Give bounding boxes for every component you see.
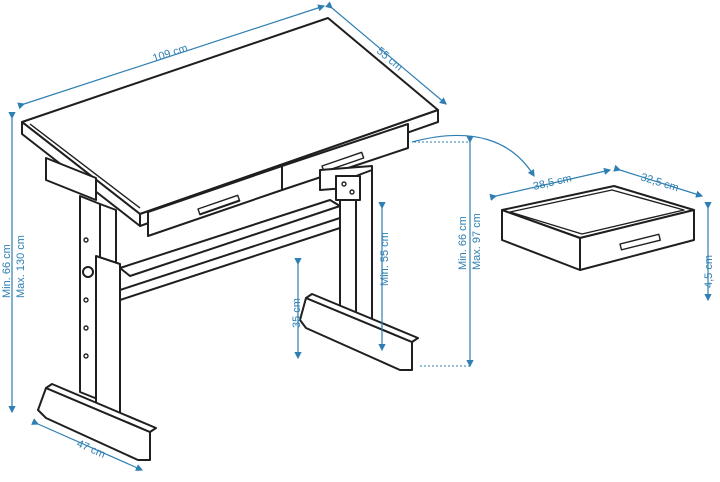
crossbars	[119, 199, 347, 301]
dimension-side-height: Min. 55 cm	[378, 202, 391, 352]
crossbar-height-label: 35 cm	[291, 298, 303, 328]
tilt-height-max-label: Max. 97 cm	[471, 213, 483, 270]
dimension-drawer-height: 4,5 cm	[703, 202, 715, 302]
side-height-label: Min. 55 cm	[379, 232, 391, 286]
dimension-total-height: Min. 66 cm Max. 130 cm	[1, 112, 27, 414]
drawer-height-label: 4,5 cm	[703, 255, 715, 288]
dimension-tilt-height: Min. 66 cm Max. 97 cm	[414, 136, 483, 368]
drawer-detail	[501, 185, 695, 271]
height-min-label: Min. 66 cm	[1, 244, 13, 298]
desk-width-label: 109 cm	[151, 42, 189, 65]
right-frame	[299, 165, 419, 371]
drawer-width-label: 38,5 cm	[532, 172, 573, 192]
height-max-label: Max. 130 cm	[15, 235, 27, 298]
dimension-crossbar-height: 35 cm	[291, 258, 303, 360]
drawer-callout-arrow	[411, 134, 535, 178]
tilt-height-min-label: Min. 66 cm	[457, 216, 469, 270]
drawer-depth-label: 32,5 cm	[639, 171, 680, 194]
